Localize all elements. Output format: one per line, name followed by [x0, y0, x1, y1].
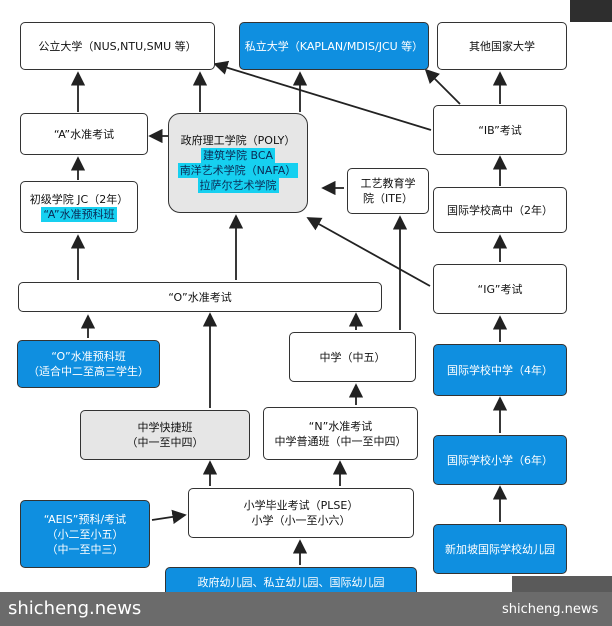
aeis-secondary-range: （中一至中三）: [46, 542, 124, 556]
express-stream-range: （中一至中四）: [126, 436, 204, 449]
ite-label-line1: 工艺教育学: [360, 177, 416, 190]
public-university-box: 公立大学（NUS,NTU,SMU 等）: [20, 22, 215, 70]
intl-high-school-box: 国际学校高中（2年）: [433, 187, 567, 233]
o-level-prep-audience: （适合中二至高三学生）: [28, 365, 149, 378]
psle-label: 小学毕业考试（PLSE）: [243, 499, 359, 512]
intl-middle-school-box: 国际学校中学（4年）: [433, 344, 567, 396]
arrow-aeis-to-psle: [151, 509, 187, 525]
secondary-five-label: 中学（中五）: [319, 350, 386, 364]
public-university-label: 公立大学（NUS,NTU,SMU 等）: [38, 39, 197, 53]
watermark-bar: [0, 592, 612, 626]
a-level-exam-box: “A”水准考试: [20, 113, 148, 155]
ib-exam-label: “IB”考试: [478, 123, 522, 137]
other-countries-university-box: 其他国家大学: [437, 22, 567, 70]
private-university-box: 私立大学（KAPLAN/MDIS/JCU 等）: [239, 22, 429, 70]
n-level-box: “N”水准考试 中学普通班（中一至中四）: [263, 407, 418, 460]
normal-stream-label: 中学普通班（中一至中四）: [274, 434, 407, 448]
n-level-exam-label: “N”水准考试: [308, 419, 373, 433]
secondary-five-box: 中学（中五）: [289, 332, 416, 382]
arrow-ib-to-public: [213, 60, 432, 131]
a-level-exam-label: “A”水准考试: [53, 127, 115, 141]
arrow-ib-to-private: [424, 68, 461, 105]
intl-high-school-label: 国际学校高中（2年）: [447, 203, 553, 217]
aeis-primary-range: （小二至小五）: [46, 527, 124, 541]
bca-label: 建筑学院 BCA: [200, 148, 276, 163]
express-stream-box: 中学快捷班 （中一至中四）: [80, 410, 250, 460]
intl-middle-school-label: 国际学校中学（4年）: [447, 363, 553, 377]
o-level-prep-box: “O”水准预科班 （适合中二至高三学生）: [17, 340, 160, 388]
ib-exam-box: “IB”考试: [433, 105, 567, 155]
sg-intl-kindergarten-box: 新加坡国际学校幼儿园: [433, 524, 567, 574]
watermark-right: shicheng.news: [502, 602, 599, 617]
sg-intl-kindergarten-label: 新加坡国际学校幼儿园: [445, 542, 555, 556]
aeis-label: “AEIS”预科/考试: [43, 512, 127, 526]
a-level-prep-label: “A”水准预科班: [41, 207, 117, 222]
nafa-label: 南洋艺术学院（NAFA）: [177, 163, 299, 178]
poly-label: 政府理工学院（POLY）: [180, 134, 296, 147]
o-level-prep-label: “O”水准预科班: [51, 350, 126, 363]
primary-school-label: 小学（小一至小六）: [251, 514, 351, 527]
o-level-exam-box: “O”水准考试: [18, 282, 382, 312]
kindergarten-label: 政府幼儿园、私立幼儿园、国际幼儿园: [197, 575, 385, 589]
intl-primary-school-label: 国际学校小学（6年）: [447, 453, 553, 467]
arrow-ig-to-poly: [306, 217, 431, 287]
corner-overlay: [570, 0, 612, 22]
ig-exam-label: “IG”考试: [477, 282, 523, 296]
junior-college-box: 初级学院 JC（2年） “A”水准预科班: [20, 181, 138, 233]
junior-college-label: 初级学院 JC（2年）: [29, 193, 129, 206]
intl-primary-school-box: 国际学校小学（6年）: [433, 435, 567, 485]
private-university-label: 私立大学（KAPLAN/MDIS/JCU 等）: [244, 39, 424, 53]
polytechnic-box: 政府理工学院（POLY） 建筑学院 BCA 南洋艺术学院（NAFA） 拉萨尔艺术…: [168, 113, 308, 213]
express-stream-label: 中学快捷班: [137, 421, 193, 434]
psle-box: 小学毕业考试（PLSE） 小学（小一至小六）: [188, 488, 414, 538]
o-level-exam-label: “O”水准考试: [168, 290, 232, 304]
ig-exam-box: “IG”考试: [433, 264, 567, 314]
ite-label-line2: 院（ITE）: [363, 192, 413, 205]
lasalle-label: 拉萨尔艺术学院: [197, 178, 279, 193]
ite-box: 工艺教育学 院（ITE）: [347, 168, 429, 214]
aeis-box: “AEIS”预科/考试 （小二至小五） （中一至中三）: [20, 500, 150, 568]
watermark-left: shicheng.news: [8, 598, 142, 619]
other-countries-university-label: 其他国家大学: [469, 39, 535, 53]
